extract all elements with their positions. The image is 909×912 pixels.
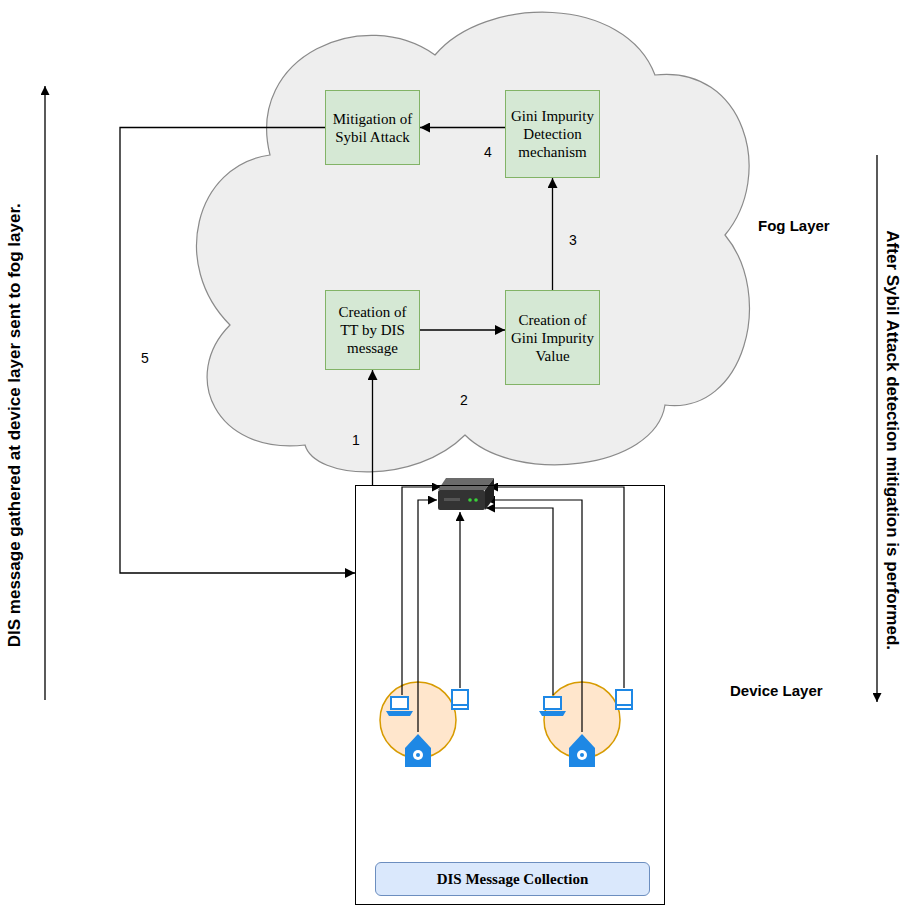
router-top xyxy=(438,478,494,490)
tablet-body xyxy=(452,690,468,709)
node-text: Creation of TT by DIS message xyxy=(330,303,415,357)
direction-arrow xyxy=(876,155,877,702)
node-text: Mitigation of Sybil Attack xyxy=(330,110,415,146)
process-box: Gini Impurity Detection mechanism xyxy=(505,90,600,178)
house-shape xyxy=(405,734,431,767)
cloud-outline xyxy=(175,5,775,475)
router-light xyxy=(474,498,478,502)
wire xyxy=(418,500,437,732)
wire xyxy=(489,487,624,688)
callout-number: 2 xyxy=(460,392,468,409)
callout-number: 4 xyxy=(484,144,492,161)
wire xyxy=(486,508,553,695)
tablet-line xyxy=(616,704,632,706)
laptop-icon xyxy=(539,697,566,716)
side-note: DIS message gathered at device layer sen… xyxy=(5,203,25,647)
process-box: Creation of Gini Impurity Value xyxy=(505,290,600,385)
node-text: DIS Message Collection xyxy=(437,870,589,888)
wire xyxy=(402,487,441,695)
flow-arrow xyxy=(420,127,505,128)
house-icon xyxy=(405,734,431,767)
house-dot xyxy=(416,753,420,757)
tablet-icon xyxy=(452,690,468,709)
house-shape xyxy=(569,734,595,767)
process-box: Mitigation of Sybil Attack xyxy=(325,90,420,165)
router-light xyxy=(468,498,472,502)
node-text: Creation of Gini Impurity Value xyxy=(510,311,595,365)
house-ring xyxy=(413,750,423,760)
laptop-base xyxy=(386,711,413,716)
house-ring xyxy=(577,750,587,760)
flow-arrow xyxy=(372,370,373,485)
callout-number: 5 xyxy=(141,350,149,367)
flow-arrow xyxy=(420,329,505,330)
tablet-body xyxy=(616,690,632,709)
layer-label: Device Layer xyxy=(730,682,823,700)
router-slot xyxy=(444,498,460,501)
side-note: After Sybil Attack detection mitigation … xyxy=(882,230,902,650)
wire xyxy=(459,512,460,688)
tablet-line xyxy=(452,704,468,706)
laptop-base xyxy=(539,711,566,716)
router-icon xyxy=(438,478,494,510)
device-wires xyxy=(402,487,624,732)
laptop-screen xyxy=(391,697,408,709)
router-side xyxy=(485,478,494,510)
laptop-icon xyxy=(386,697,413,716)
fog-cloud: Fog LayerMitigation of Sybil AttackGini … xyxy=(175,5,775,475)
house-dot xyxy=(580,753,584,757)
callout-number: 3 xyxy=(569,232,577,249)
layer-label: Fog Layer xyxy=(758,217,830,235)
house-icon xyxy=(569,734,595,767)
process-box: Creation of TT by DIS message xyxy=(325,290,420,370)
node-text: Gini Impurity Detection mechanism xyxy=(510,107,595,161)
cloud-shape xyxy=(196,12,749,472)
flow-arrow xyxy=(552,178,553,290)
laptop-screen xyxy=(544,697,561,709)
collection-box: DIS Message Collection xyxy=(375,862,650,896)
router-front xyxy=(438,490,485,510)
direction-arrow xyxy=(44,86,45,700)
tablet-icon xyxy=(616,690,632,709)
device-layer-box: Device LayerDIS Message Collection xyxy=(355,485,665,905)
callout-number: 1 xyxy=(352,432,360,449)
wire xyxy=(486,500,582,732)
